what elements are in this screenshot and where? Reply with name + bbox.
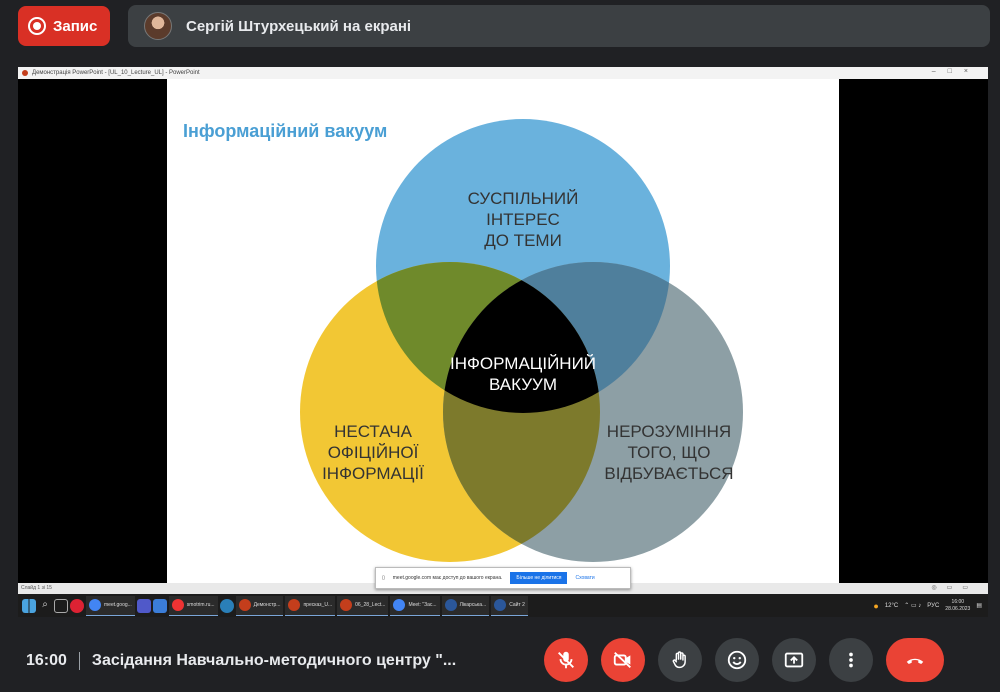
gear-app-icon[interactable] — [219, 598, 234, 613]
notifications-icon[interactable]: ▤ — [976, 603, 982, 609]
circle-right-line-3: ВІДБУВАЄТЬСЯ — [604, 464, 733, 483]
circle-top-line-1: СУСПІЛЬНИЙ — [468, 189, 579, 208]
language-indicator[interactable]: РУС — [927, 602, 940, 609]
hang-up-icon — [906, 658, 924, 665]
weather-text: 12°C — [884, 602, 899, 609]
powerpoint-icon — [288, 599, 301, 611]
shared-screen: Демонстрація PowerPoint - [UL_10_Lecture… — [18, 67, 988, 617]
chrome-icon — [89, 599, 101, 611]
more-options-button[interactable] — [829, 638, 873, 682]
taskbar-item-meet-2[interactable]: Meet: "Зас... — [390, 595, 440, 616]
powerpoint-icon — [238, 599, 251, 611]
taskbar-item-label: пресказ_U... — [303, 602, 333, 608]
taskbar-item-ppt-1[interactable]: Демонстр... — [235, 595, 284, 616]
mic-off-button[interactable] — [544, 638, 588, 682]
circle-top-line-2: ІНТЕРЕС — [486, 210, 560, 229]
circle-right-line-2: ТОГО, ЩО — [628, 443, 711, 462]
search-icon[interactable]: ⌕ — [42, 598, 48, 610]
present-screen-button[interactable] — [772, 638, 816, 682]
reactions-button[interactable] — [715, 638, 759, 682]
meeting-title[interactable]: Засідання Навчально-методичного центру "… — [91, 652, 457, 669]
venn-diagram: СУСПІЛЬНИЙ ІНТЕРЕС ДО ТЕМИ НЕСТАЧА ОФІЦІ… — [300, 119, 743, 562]
raise-hand-button[interactable] — [658, 638, 702, 682]
windows-start-icon[interactable] — [22, 598, 36, 613]
more-vert-icon — [849, 652, 853, 668]
record-icon — [28, 17, 46, 35]
record-label: Запис — [53, 17, 98, 35]
camera-off-icon — [613, 651, 631, 669]
presenter-avatar — [144, 12, 172, 40]
presenter-bar[interactable]: Сергій Штурхецький на екрані — [128, 5, 990, 47]
circle-right-line-1: НЕРОЗУМІННЯ — [607, 422, 731, 441]
taskbar-item-word-1[interactable]: Лікарська... — [441, 595, 490, 616]
present-icon — [784, 652, 804, 668]
taskbar-item-word-2[interactable]: Сайт 2 — [491, 595, 528, 616]
powerpoint-icon — [22, 70, 28, 76]
taskbar-item-label: smotrim.ru... — [186, 602, 215, 608]
emoji-icon — [727, 650, 747, 670]
leave-call-button[interactable] — [886, 638, 944, 682]
taskbar-item-smotrim[interactable]: smotrim.ru... — [168, 595, 218, 616]
word-icon — [444, 599, 457, 611]
taskbar-item-label: Лікарська... — [459, 602, 487, 608]
app-icon[interactable] — [70, 598, 84, 613]
opera-icon — [171, 599, 184, 611]
windows-taskbar: ⌕ meet.goog... smotrim.ru... Демонстр...… — [18, 594, 988, 617]
mic-off-icon — [558, 651, 574, 669]
circle-top-line-3: ДО ТЕМИ — [484, 231, 562, 250]
taskbar-item-label: Демонстр... — [253, 602, 281, 608]
taskbar-item-label: Meet: "Зас... — [408, 602, 437, 608]
center-line-1: ІНФОРМАЦІЙНИЙ — [450, 354, 596, 373]
window-title: Демонстрація PowerPoint - [UL_10_Lecture… — [32, 70, 200, 76]
taskbar-item-ppt-3[interactable]: 06_28_Lect... — [337, 595, 389, 616]
share-notice: ▯ meet.google.com має доступ до вашого е… — [375, 567, 631, 589]
teams-icon[interactable] — [136, 598, 151, 613]
app-3-icon[interactable] — [152, 598, 167, 613]
window-controls: –□× — [931, 68, 980, 75]
record-button[interactable]: Запис — [18, 6, 110, 46]
presenter-text: Сергій Штурхецький на екрані — [186, 17, 412, 35]
circle-left-line-3: ІНФОРМАЦІЇ — [322, 464, 424, 483]
meeting-time: 16:00 — [26, 652, 67, 669]
center-line-2: ВАКУУМ — [489, 375, 557, 394]
taskbar-item-ppt-2[interactable]: пресказ_U... — [285, 595, 336, 616]
taskbar-item-label: 06_28_Lect... — [355, 602, 386, 608]
clock-date: 28.06.2023 — [945, 605, 971, 612]
slide: СУСПІЛЬНИЙ ІНТЕРЕС ДО ТЕМИ НЕСТАЧА ОФІЦІ… — [167, 79, 839, 583]
chrome-icon — [393, 599, 406, 611]
circle-left-line-2: ОФІЦІЙНОЇ — [328, 443, 419, 462]
task-view-icon[interactable] — [54, 598, 68, 613]
tray-icons[interactable]: ⌃ ▭ ♪ — [904, 603, 922, 609]
divider — [78, 652, 80, 670]
stop-sharing-button[interactable]: Більше не ділитися — [510, 572, 568, 584]
view-controls[interactable]: ◎▭▭ — [931, 585, 978, 591]
word-icon — [494, 599, 507, 611]
camera-off-button[interactable] — [601, 638, 645, 682]
taskbar-item-meet[interactable]: meet.goog... — [86, 595, 135, 616]
slide-title: Інформаційний вакуум — [183, 121, 388, 141]
meeting-controls-bar: 16:00 Засідання Навчально-методичного це… — [0, 628, 1000, 692]
taskbar-clock[interactable]: 16:00 28.06.2023 — [945, 599, 970, 613]
powerpoint-titlebar: Демонстрація PowerPoint - [UL_10_Lecture… — [18, 67, 988, 79]
hand-icon — [672, 651, 686, 669]
share-notice-icon: ▯ — [382, 575, 385, 581]
taskbar-item-label: meet.goog... — [104, 602, 132, 608]
powerpoint-icon — [340, 599, 353, 611]
slide-counter: Слайд 1 зі 15 — [21, 585, 52, 591]
weather-icon: ● — [873, 600, 879, 611]
circle-left-line-1: НЕСТАЧА — [334, 422, 412, 441]
clock-time: 16:00 — [951, 598, 965, 605]
hide-notice-button[interactable]: Сховати — [575, 575, 595, 581]
share-notice-text: meet.google.com має доступ до вашого екр… — [392, 575, 503, 581]
meeting-info: 16:00 Засідання Навчально-методичного це… — [26, 652, 456, 670]
taskbar-item-label: Сайт 2 — [509, 602, 525, 608]
system-tray: ● 12°C ⌃ ▭ ♪ РУС 16:00 28.06.2023 ▤ — [873, 594, 982, 617]
